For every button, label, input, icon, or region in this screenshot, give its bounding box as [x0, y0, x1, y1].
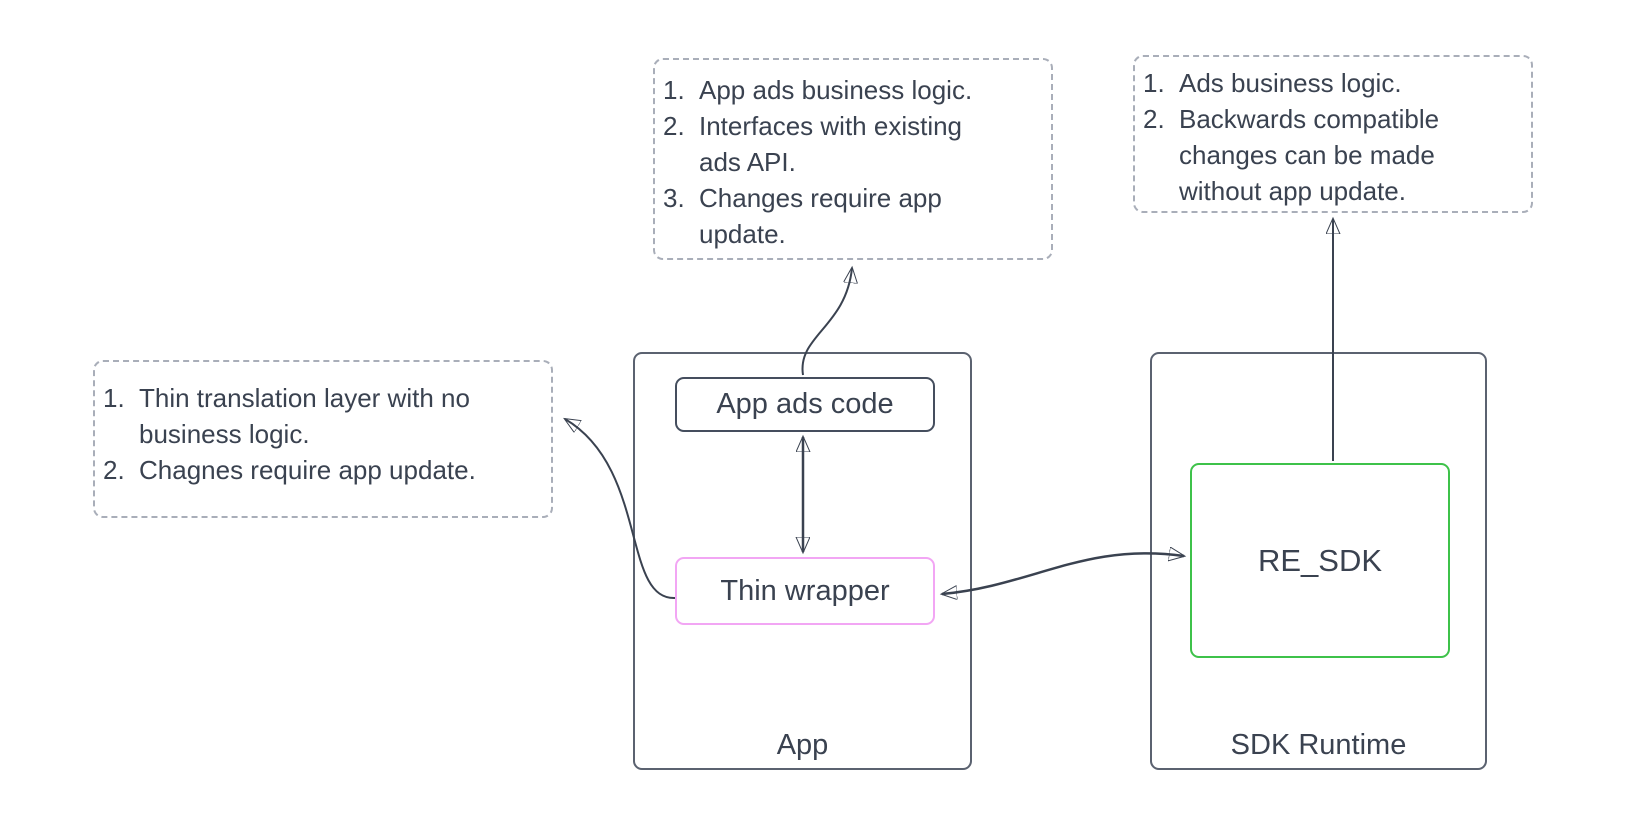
note-item: 1. Ads business logic.	[1143, 65, 1523, 101]
note-re-sdk: 1. Ads business logic. 2. Backwards comp…	[1133, 55, 1533, 213]
note-item-text: Interfaces with existing ads API.	[699, 111, 963, 177]
thin-wrapper-node: Thin wrapper	[675, 557, 935, 625]
note-item: 1. Thin translation layer with no busine…	[103, 380, 543, 452]
thin-wrapper-label: Thin wrapper	[720, 574, 890, 607]
sdk-runtime-container-label: SDK Runtime	[1230, 729, 1407, 761]
re-sdk-label: RE_SDK	[1257, 542, 1383, 578]
note-item-text: Chagnes require app update.	[139, 455, 476, 485]
note-item-number: 2.	[103, 455, 125, 485]
app-container-label: App	[776, 729, 829, 761]
app-ads-code-node: App ads code	[675, 377, 935, 432]
note-item-text: Changes require app update.	[699, 183, 942, 249]
note-item-number: 2.	[1143, 104, 1165, 134]
note-app-ads-code: 1. App ads business logic. 2. Interfaces…	[653, 58, 1053, 260]
note-item: 2. Interfaces with existing ads API.	[663, 108, 1043, 180]
note-thin-wrapper: 1. Thin translation layer with no busine…	[93, 360, 553, 518]
arrow-thin-wrapper-re-sdk	[942, 553, 1184, 594]
re-sdk-node: RE_SDK	[1190, 463, 1450, 658]
note-item-text: App ads business logic.	[699, 75, 973, 105]
note-item-number: 3.	[663, 183, 685, 213]
note-item-number: 1.	[103, 383, 125, 413]
app-ads-code-label: App ads code	[716, 388, 894, 420]
note-item-number: 1.	[1143, 68, 1165, 98]
note-item: 2. Chagnes require app update.	[103, 452, 543, 488]
note-item-number: 2.	[663, 111, 685, 141]
note-item: 2. Backwards compatible changes can be m…	[1143, 101, 1523, 209]
note-item: 3. Changes require app update.	[663, 180, 1043, 252]
note-item-text: Ads business logic.	[1179, 68, 1402, 98]
note-item-text: Backwards compatible changes can be made…	[1179, 104, 1440, 206]
note-item-number: 1.	[663, 75, 685, 105]
note-item: 1. App ads business logic.	[663, 72, 1043, 108]
note-item-text: Thin translation layer with no business …	[139, 383, 470, 449]
